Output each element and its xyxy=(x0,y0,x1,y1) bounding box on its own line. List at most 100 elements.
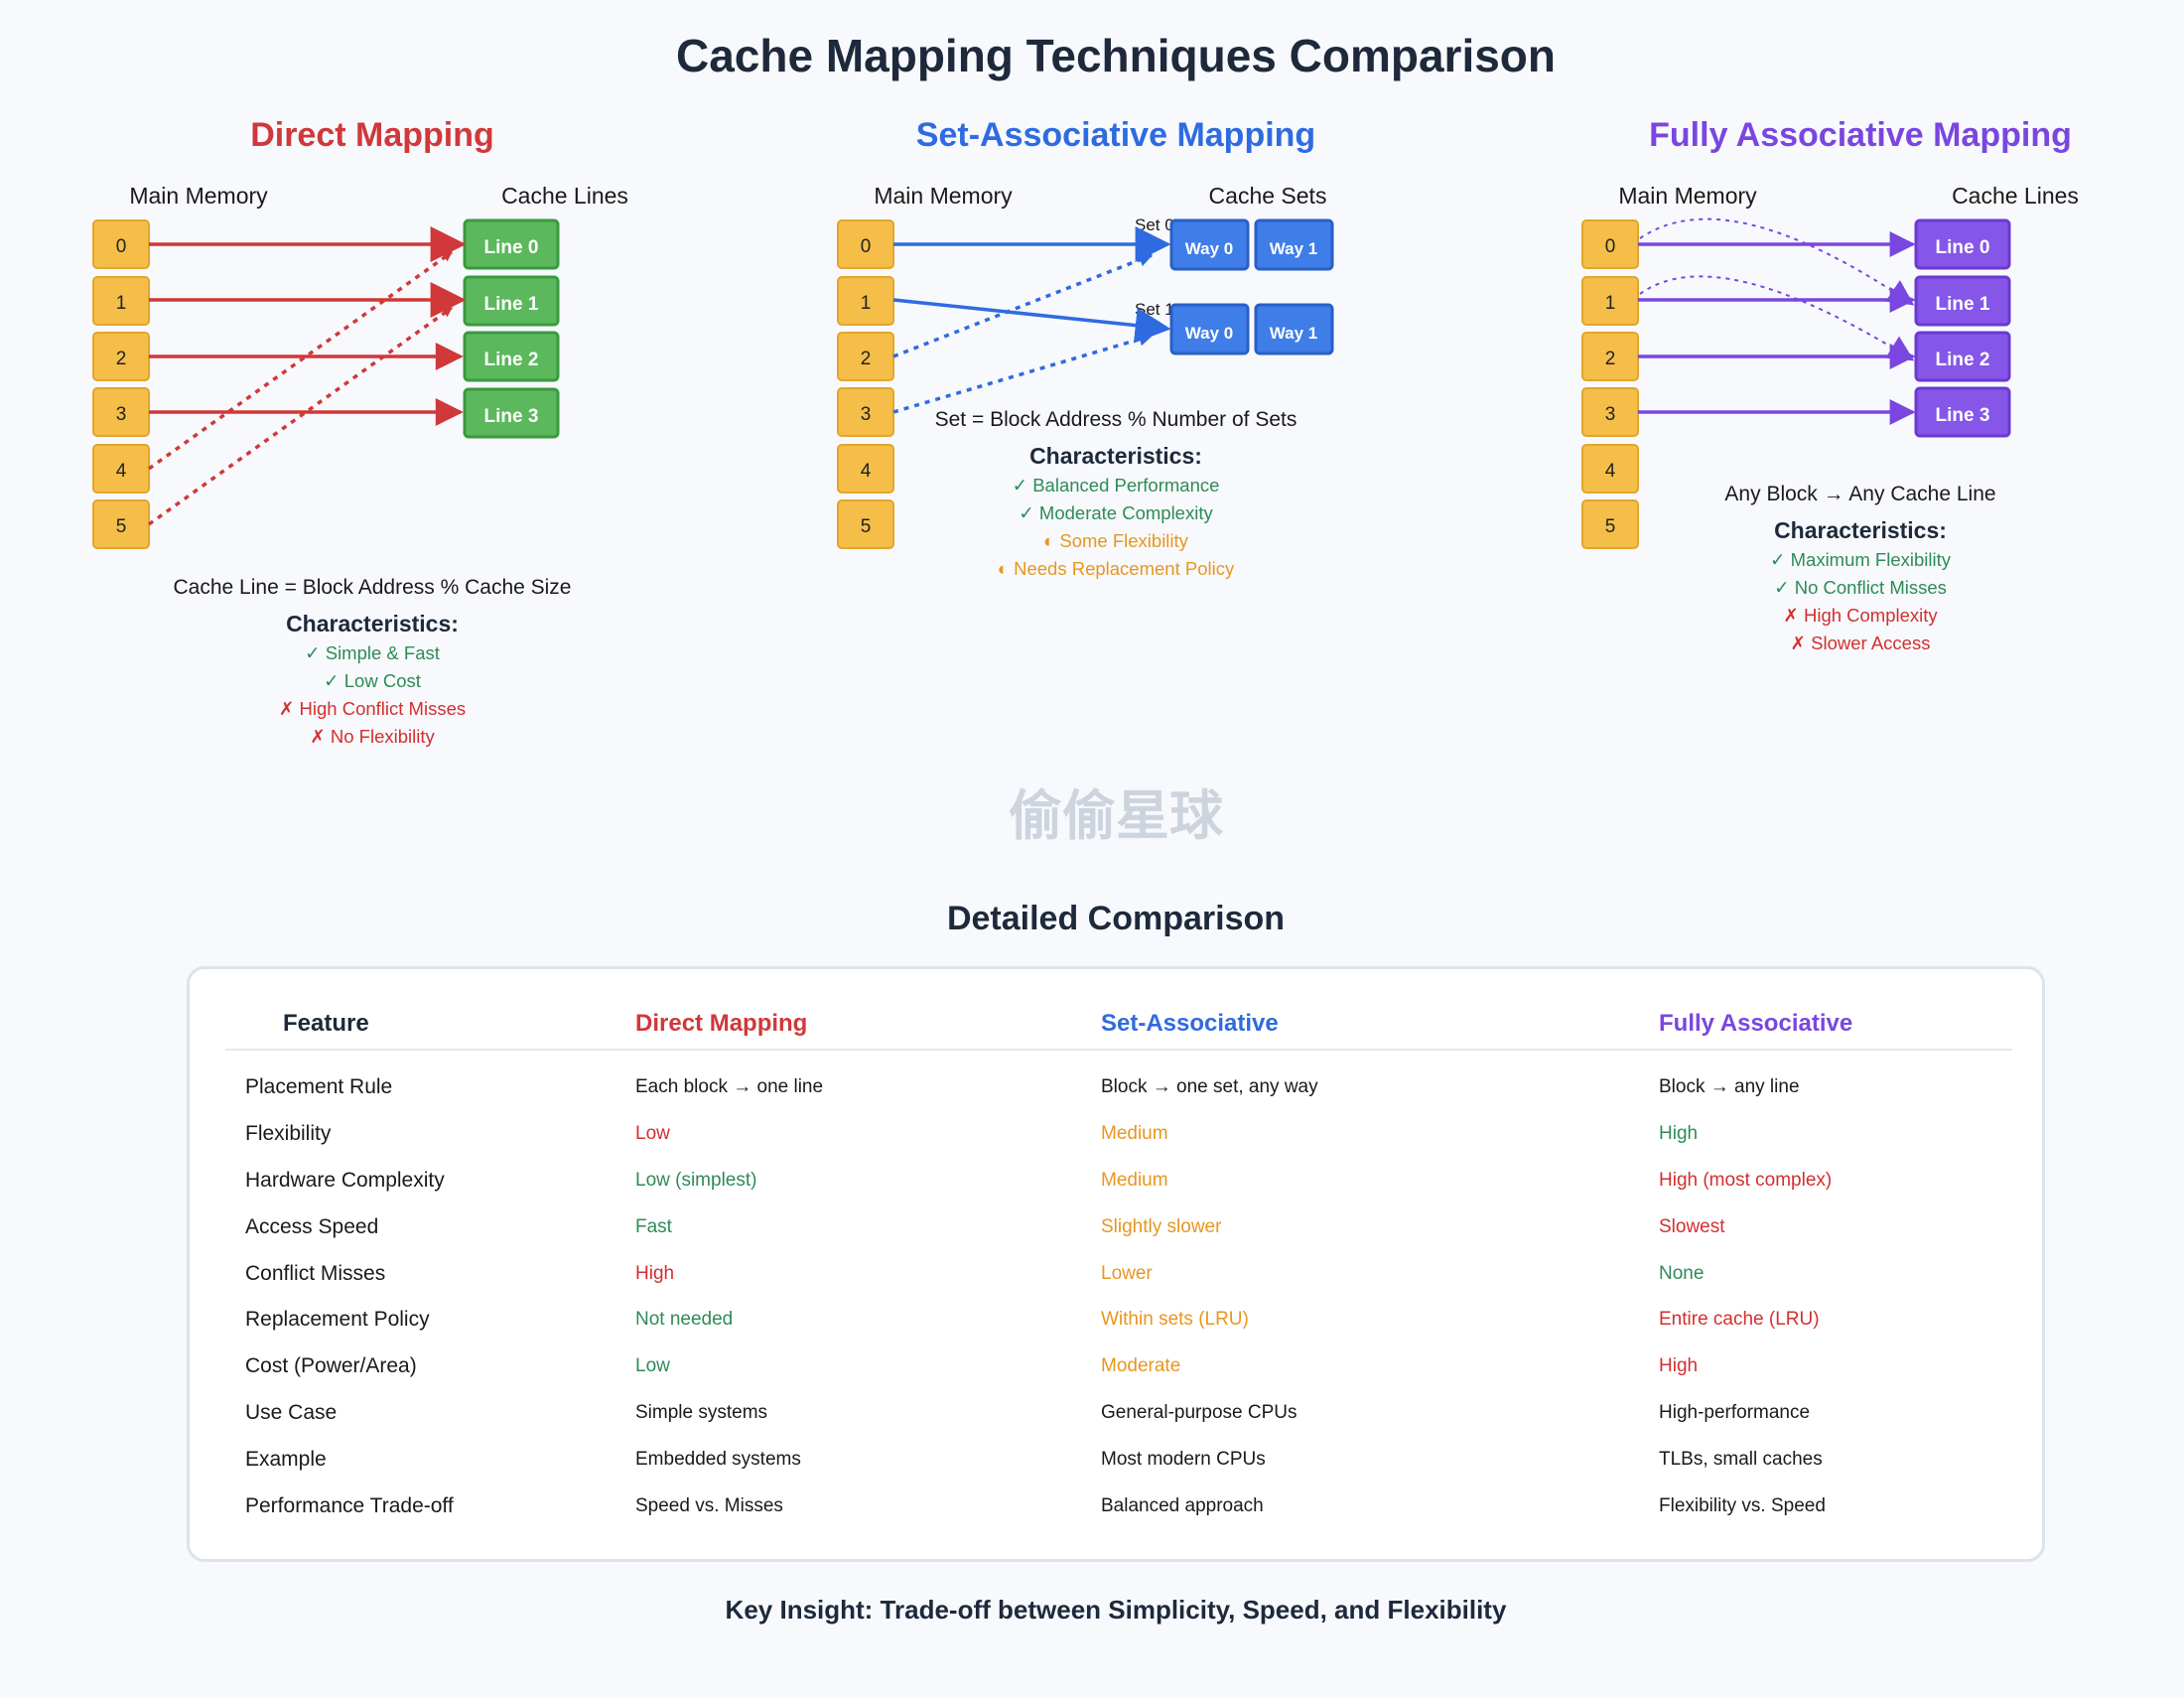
comparison-title: Detailed Comparison xyxy=(947,900,1285,937)
feature-cell: Replacement Policy xyxy=(245,1308,430,1332)
arrow-block2-set0 xyxy=(892,253,1154,358)
fully-cell: High-performance xyxy=(1659,1401,1811,1423)
cache-way: Way 1 xyxy=(1254,218,1334,271)
set-formula: Set = Block Address % Number of Sets xyxy=(935,408,1297,431)
feature-cell: Example xyxy=(245,1447,327,1471)
memory-block: 2 xyxy=(1581,332,1639,381)
memory-block: 3 xyxy=(92,387,150,437)
set-cell: Medium xyxy=(1101,1123,1168,1145)
set-cell: Slightly slower xyxy=(1101,1215,1222,1237)
svg-text:1: 1 xyxy=(116,293,127,314)
svg-text:4: 4 xyxy=(861,461,872,482)
arrow-block1-set1 xyxy=(892,298,1171,344)
memory-block: 2 xyxy=(92,332,150,381)
feature-cell: Conflict Misses xyxy=(245,1261,386,1285)
svg-text:Line 3: Line 3 xyxy=(1936,405,1990,426)
direct-memory-label: Main Memory xyxy=(129,183,268,209)
set-label: Set 1 xyxy=(1135,300,1174,319)
svg-text:0: 0 xyxy=(1605,236,1616,257)
svg-text:Line 2: Line 2 xyxy=(1936,350,1990,370)
feature-cell: Performance Trade-off xyxy=(245,1493,454,1517)
cache-set-0: Set 0 Way 0 Way 1 xyxy=(1135,215,1334,271)
fully-characteristic-item: ✗ High Complexity xyxy=(1783,605,1938,626)
direct-cell: Speed vs. Misses xyxy=(635,1494,783,1516)
fully-formula: Any Block → Any Cache Line xyxy=(1724,483,1995,505)
arrow-block4-line0 xyxy=(147,250,454,471)
memory-block: 5 xyxy=(92,499,150,549)
memory-block: 4 xyxy=(1581,444,1639,494)
direct-cell: Fast xyxy=(635,1215,672,1237)
memory-block: 0 xyxy=(1581,219,1639,269)
svg-text:5: 5 xyxy=(861,516,872,537)
direct-cache-lines: Line 0 Line 1 Line 2 Line 3 xyxy=(463,218,560,439)
fully-memory-label: Main Memory xyxy=(1618,183,1757,209)
svg-text:3: 3 xyxy=(1605,404,1616,425)
fully-cell: Block → any line xyxy=(1659,1076,1800,1098)
set-cache-label: Cache Sets xyxy=(1209,183,1327,209)
direct-mapping-title: Direct Mapping xyxy=(250,116,494,154)
direct-characteristics-title: Characteristics: xyxy=(286,611,459,637)
cache-line: Line 0 xyxy=(1914,218,2011,270)
set-mapping-arrows xyxy=(892,226,1171,414)
arrow-block5-line1 xyxy=(147,306,454,526)
comparison-table-card: Feature Direct Mapping Set-Associative F… xyxy=(187,966,2045,1562)
cache-line: Line 0 xyxy=(463,218,560,270)
memory-block: 4 xyxy=(837,444,894,494)
set-associative-title: Set-Associative Mapping xyxy=(916,116,1315,154)
cache-line: Line 1 xyxy=(463,275,560,327)
arrow-block3-set1 xyxy=(892,332,1154,414)
set-characteristic-item: ✓ Balanced Performance xyxy=(1013,475,1220,495)
svg-text:Way 1: Way 1 xyxy=(1270,324,1318,343)
direct-cell: Low (simplest) xyxy=(635,1169,757,1191)
svg-text:0: 0 xyxy=(861,236,872,257)
feature-cell: Access Speed xyxy=(245,1214,379,1238)
svg-text:Line 2: Line 2 xyxy=(484,350,539,370)
header-feature: Feature xyxy=(225,999,635,1051)
svg-text:Way 0: Way 0 xyxy=(1185,239,1234,258)
direct-cell: High xyxy=(635,1262,675,1284)
feature-cell: Placement Rule xyxy=(245,1075,393,1099)
cache-way: Way 0 xyxy=(1169,303,1250,355)
memory-block: 1 xyxy=(1581,276,1639,326)
memory-block: 0 xyxy=(837,219,894,269)
memory-block: 3 xyxy=(1581,387,1639,437)
fully-characteristic-item: ✓ No Conflict Misses xyxy=(1774,577,1947,598)
svg-text:Way 0: Way 0 xyxy=(1185,324,1234,343)
memory-block: 3 xyxy=(837,387,894,437)
direct-cell: Simple systems xyxy=(635,1401,768,1423)
set-characteristics-title: Characteristics: xyxy=(1029,443,1202,469)
memory-block: 2 xyxy=(837,332,894,381)
set-cell: Block → one set, any way xyxy=(1101,1076,1318,1098)
direct-mapping-arrows xyxy=(147,226,467,526)
feature-cell: Use Case xyxy=(245,1400,338,1424)
table-row: Placement Rule Each block → one line Block… xyxy=(225,1064,2012,1111)
cache-line: Line 3 xyxy=(1914,386,2011,438)
header-set: Set-Associative xyxy=(1101,999,1659,1051)
svg-text:5: 5 xyxy=(1605,516,1616,537)
svg-text:Way 1: Way 1 xyxy=(1270,239,1318,258)
svg-text:Line 1: Line 1 xyxy=(1936,294,1990,315)
direct-cache-label: Cache Lines xyxy=(501,183,628,209)
svg-text:2: 2 xyxy=(116,349,127,369)
direct-cell: Each block → one line xyxy=(635,1076,824,1098)
page-title: Cache Mapping Techniques Comparison xyxy=(676,30,1556,81)
table-spacer xyxy=(225,1050,2012,1064)
fully-characteristics-title: Characteristics: xyxy=(1774,517,1947,543)
direct-formula: Cache Line = Block Address % Cache Size xyxy=(174,576,572,599)
direct-cell: Embedded systems xyxy=(635,1448,801,1470)
set-characteristic-item: ✓ Moderate Complexity xyxy=(1019,502,1213,523)
fully-characteristic-item: ✗ Slower Access xyxy=(1791,633,1931,653)
cache-line: Line 2 xyxy=(1914,331,2011,382)
memory-block: 0 xyxy=(92,219,150,269)
direct-cell: Not needed xyxy=(635,1309,734,1331)
set-cell: General-purpose CPUs xyxy=(1101,1401,1297,1423)
memory-block: 1 xyxy=(92,276,150,326)
fully-mapping-arrows xyxy=(1638,217,1916,425)
fully-cell: High xyxy=(1659,1355,1699,1377)
watermark: 偷偷星球 xyxy=(1009,786,1224,846)
